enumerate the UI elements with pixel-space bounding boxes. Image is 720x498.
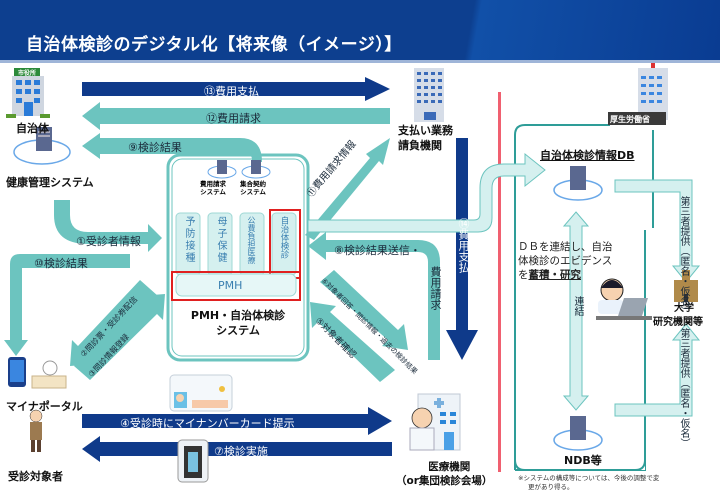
arrow-13 [82, 77, 390, 101]
ndb-server-icon [553, 416, 603, 451]
researcher-icon [596, 278, 652, 320]
arrow-4 [82, 407, 392, 435]
db-label: 自治体検診情報DB [540, 149, 635, 162]
pmh-col-public-expense: 公費負担医療 [247, 216, 256, 264]
city-hall-sign: 市役所 [17, 70, 36, 77]
pmh-col-maternal: 母子保健 [215, 216, 226, 264]
arrow-1-label: ①受診者情報 [76, 235, 141, 248]
medical-institution-label: 医療機関 （or集団検診会場） [396, 461, 493, 487]
ndb-label: NDB等 [564, 454, 602, 467]
arrow-12 [82, 102, 390, 130]
health-system-cloud-icon [13, 127, 71, 165]
billing-system-label: 費用請求 システム [200, 180, 226, 196]
arrow-6 [320, 270, 408, 350]
municipality-label: 自治体 [16, 122, 49, 135]
arrow-pseudonymized [307, 152, 546, 233]
arrow-7-label: ⑦検診実施 [214, 445, 268, 458]
examinee-person-icon [29, 409, 43, 452]
arrow-9 [82, 133, 262, 162]
municipality-building-icon [6, 68, 50, 118]
my-number-card-icon [169, 374, 233, 412]
footnote: ※システムの構成等については、今後の調整で変 更があり得る。 [518, 474, 660, 491]
examinee-label: 受診対象者 [8, 470, 63, 483]
arrow-14-label: ⑭費用支払 [457, 218, 470, 273]
red-divider [498, 92, 501, 472]
arrow-7 [82, 436, 392, 462]
smartphone-icon [8, 357, 67, 389]
arrow-5 [310, 302, 395, 382]
university-label: 大学 研究機関等 [653, 303, 703, 328]
billing-server-icon [207, 160, 237, 179]
arrow-2 [70, 280, 158, 366]
contract-system-label: 集合契約 システム [240, 180, 266, 196]
mhlw-building-icon [608, 63, 668, 125]
arrow-11 [305, 138, 390, 240]
arrow-12-label: ⑫費用請求 [206, 112, 261, 125]
arrow-third-party-1 [614, 179, 701, 283]
arrow-third-party-2 [614, 323, 701, 417]
payment-agency-label: 支払い業務 請負機関 [398, 124, 453, 152]
arrow-10-label: ⑩検診結果 [34, 257, 88, 270]
arrow-8-label-b: 費用請求 [429, 266, 442, 310]
third-party-label-2: 第三者提供（匿名・仮名） [678, 328, 689, 448]
pmh-system-box [166, 153, 310, 362]
pmh-columns [171, 209, 301, 301]
link-label: 連結 [572, 296, 583, 316]
highlight-box-pmh [171, 271, 301, 301]
payment-agency-building-icon [414, 68, 444, 122]
contract-server-icon [241, 160, 271, 179]
mhlw-label: 厚生労働省 [610, 115, 650, 124]
arrow-4-label: ④受診時にマイナンバーカード提示 [120, 417, 295, 430]
db-server-icon [553, 166, 603, 201]
arrow-8 [308, 232, 440, 360]
health-system-label: 健康管理システム [6, 176, 94, 189]
pmh-base-label: PMH [218, 279, 243, 292]
arrow-8-label: ⑧検診結果送信・ [334, 244, 421, 257]
university-icon [674, 270, 698, 302]
right-panel-border [514, 124, 610, 470]
medical-institution-icon [409, 393, 461, 451]
pmh-col-vaccination: 予防接種 [183, 216, 194, 264]
mynaportal-label: マイナポータル [6, 400, 83, 413]
page-title: 自治体検診のデジタル化【将来像（イメージ）】 [26, 35, 402, 55]
arrow-link [562, 211, 590, 411]
arrow-14 [446, 138, 478, 360]
arrow-3 [74, 294, 165, 380]
third-party-label-1: 第三者提供（匿名・仮名） [678, 196, 689, 316]
exam-equipment-icon [177, 439, 209, 483]
arrow-1 [54, 200, 162, 252]
arrow-13-label: ⑬費用支払 [204, 85, 259, 98]
arrow-9-label: ⑨検診結果 [128, 141, 182, 154]
header-banner: 自治体検診のデジタル化【将来像（イメージ）】 [0, 0, 720, 63]
pmh-col-municipal-exam: 自治体検診 [279, 216, 289, 259]
arrow-10 [4, 254, 130, 356]
pmh-system-label: PMH・自治体検診 システム [190, 309, 286, 337]
research-description: ＤＢを連結し、自治 体検診のエビデンス を蓄積・研究 [518, 241, 613, 281]
